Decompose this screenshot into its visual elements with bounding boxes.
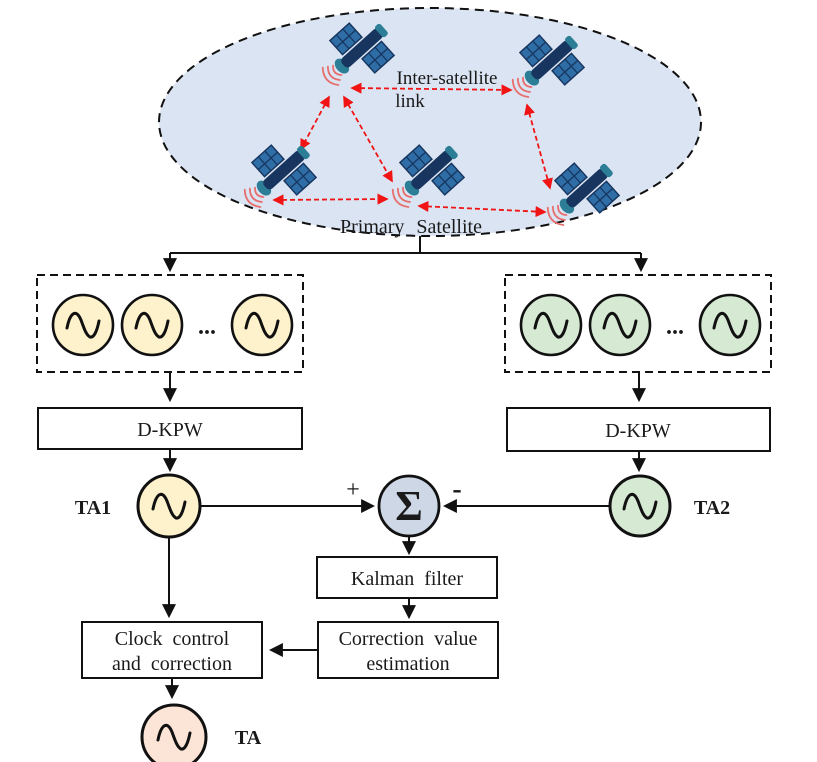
sine-oscillator-icon [120,293,184,357]
link-arrow [524,103,553,190]
constellation-group: Inter-satellite link Primary Satellite [158,7,702,241]
left-clock-ensemble: ... D-KPW TA1 [36,274,304,539]
ta-label: TA [235,727,262,749]
link-arrow [300,95,330,151]
sine-oscillator-icon [230,293,294,357]
ta2-oscillator-icon [608,474,672,538]
primary-satellite-label: Primary Satellite [340,216,482,238]
sigma-icon: Σ [395,484,422,530]
dkpw-box-right [506,407,771,452]
flow-connectors [162,236,648,700]
fusion-chain: + - Σ Kalman filter Correction value est… [81,474,499,762]
link-arrow [417,200,547,218]
link-arrow [272,193,389,206]
inter-satellite-label-line1: Inter-satellite [397,68,498,89]
sine-oscillator-icon [588,293,652,357]
sine-oscillator-icon [698,293,762,357]
minus-sign: - [452,474,461,505]
kalman-filter-label: Kalman filter [351,568,464,590]
dkpw-label-right: D-KPW [605,420,671,442]
clock-control-label-line2: and correction [112,653,232,675]
correction-label-line2: estimation [366,653,449,675]
plus-sign: + [346,477,360,503]
correction-value-box [317,621,499,679]
sine-oscillator-icon [51,293,115,357]
left-ensemble-box [36,274,304,373]
right-ensemble-box [504,274,772,373]
clock-control-box [81,621,263,679]
correction-label-line1: Correction value [339,628,478,650]
summation-node: Σ [377,474,441,538]
ta1-label: TA1 [75,497,111,519]
ta1-oscillator-icon [136,473,202,539]
inter-satellite-label-line2: link [395,91,425,112]
ellipsis-dots: ... [198,314,216,340]
kalman-filter-box [316,556,498,599]
link-arrow [350,82,513,96]
ta-oscillator-icon [140,703,208,762]
right-clock-ensemble: ... D-KPW TA2 [504,274,772,538]
ellipsis-dots: ... [666,314,684,340]
ta2-label: TA2 [694,497,730,519]
dkpw-label-left: D-KPW [137,419,203,441]
dkpw-box-left [37,407,303,450]
sine-oscillator-icon [519,293,583,357]
inter-satellite-links [272,82,553,218]
constellation-ellipse [158,7,702,237]
link-arrow [343,95,393,183]
clock-control-label-line1: Clock control [115,628,230,650]
